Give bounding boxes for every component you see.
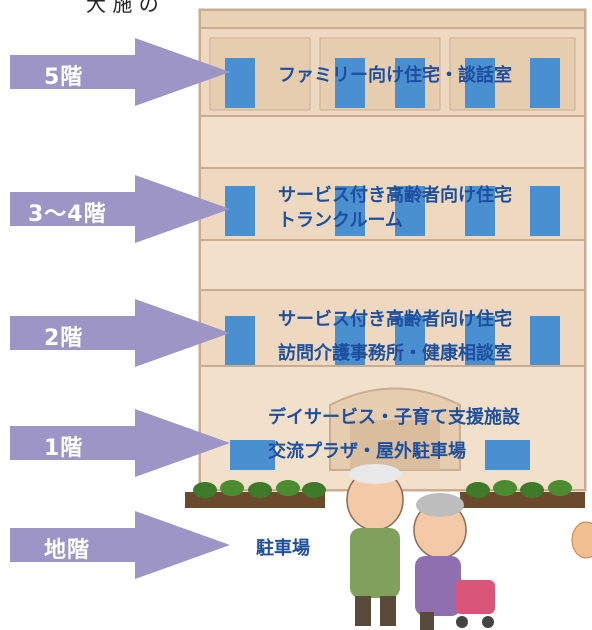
floor-label-3-4f: 3〜4階 — [28, 202, 107, 227]
floor-3-4f-line-2: トランクルーム — [278, 210, 403, 231]
floor-3-4f-line-1: サービス付き高齢者向け住宅 — [278, 185, 512, 206]
floor-2f-line-2: 訪問介護事務所・健康相談室 — [278, 343, 512, 364]
floor-1f-line-2: 交流プラザ・屋外駐車場 — [268, 441, 466, 462]
floor-label-2f: 2階 — [44, 326, 84, 351]
elderly-woman-figure — [413, 493, 467, 630]
balcony-band-3f — [199, 239, 586, 291]
floor-label-b1: 地階 — [44, 538, 91, 563]
floor-label-1f: 1階 — [44, 436, 84, 461]
walker-cart — [455, 580, 495, 628]
windows-1f — [230, 440, 530, 470]
arrow-b1 — [10, 511, 230, 579]
balcony-band-4f — [199, 115, 586, 169]
header-fragment: 大 施 の — [86, 0, 159, 16]
arrow-4f — [10, 175, 230, 243]
arrow-5f — [10, 38, 230, 106]
child-figure-edge — [571, 521, 592, 559]
floor-1f-line-1: デイサービス・子育て支援施設 — [268, 407, 520, 428]
floor-2f-line-1: サービス付き高齢者向け住宅 — [278, 309, 512, 330]
planter-right — [460, 480, 585, 508]
floor-b1-line-1: 駐車場 — [256, 538, 310, 559]
planter-left — [185, 480, 326, 508]
windows-5f — [209, 37, 576, 111]
floor-label-5f: 5階 — [44, 65, 84, 90]
windows-4f — [225, 186, 560, 236]
windows-2f — [225, 316, 560, 366]
window-band-4f — [199, 167, 586, 241]
arrow-1f — [10, 409, 230, 477]
arrow-2f — [10, 299, 230, 367]
floor-5f-line-1: ファミリー向け住宅・談話室 — [278, 65, 512, 86]
elderly-man-figure — [346, 464, 404, 626]
roof-band — [199, 9, 586, 29]
entrance-door — [350, 420, 440, 470]
